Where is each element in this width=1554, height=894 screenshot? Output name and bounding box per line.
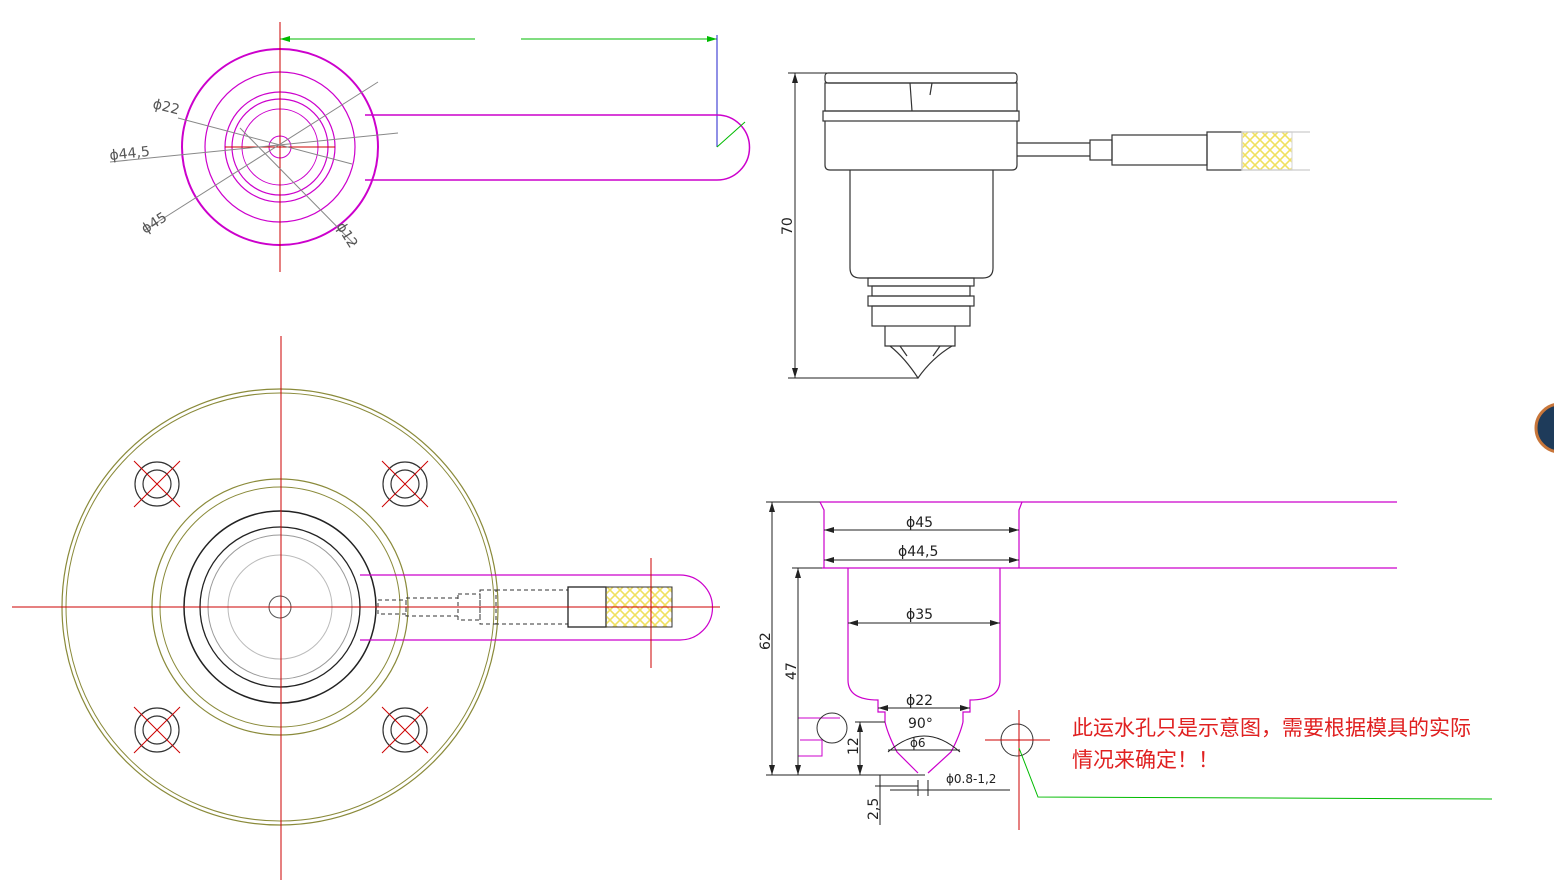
- sec-dim-h62: 62: [758, 632, 774, 650]
- note-line-2: 情况来确定！！: [1072, 748, 1219, 772]
- sec-dim-d35: ϕ35: [906, 607, 933, 623]
- water-hole-note: 此运水孔只是示意图，需要根据模具的实际 情况来确定！！: [1072, 712, 1552, 776]
- side-view: 70: [780, 72, 1310, 380]
- sec-dim-d6: ϕ6: [910, 736, 926, 750]
- section-view: ϕ45 ϕ44,5 ϕ35 ϕ22 90° ϕ6 ϕ0.8-1,2 62 47 …: [758, 501, 1493, 830]
- sec-dim-h12: 12: [846, 737, 862, 755]
- sec-dim-d22: ϕ22: [906, 693, 933, 709]
- top-view: ϕ22 ϕ44,5 ϕ45 ϕ12: [109, 22, 751, 272]
- flange-view: [12, 336, 720, 880]
- edge-badge: [1534, 403, 1554, 453]
- sec-dim-d44-5: ϕ44,5: [898, 544, 938, 560]
- sec-dim-h2-5: 2,5: [866, 798, 882, 820]
- note-line-1: 此运水孔只是示意图，需要根据模具的实际: [1072, 716, 1471, 740]
- side-dim-height: 70: [780, 217, 796, 235]
- top-dim-d45: ϕ45: [139, 209, 170, 237]
- top-dim-d22: ϕ22: [151, 96, 181, 118]
- sec-dim-h47: 47: [784, 662, 800, 680]
- top-dim-d44-5: ϕ44,5: [109, 144, 151, 164]
- sec-dim-angle: 90°: [908, 716, 933, 732]
- sec-dim-gate: ϕ0.8-1,2: [946, 772, 996, 786]
- sec-dim-d45: ϕ45: [906, 515, 933, 531]
- top-dim-d12: ϕ12: [333, 220, 361, 251]
